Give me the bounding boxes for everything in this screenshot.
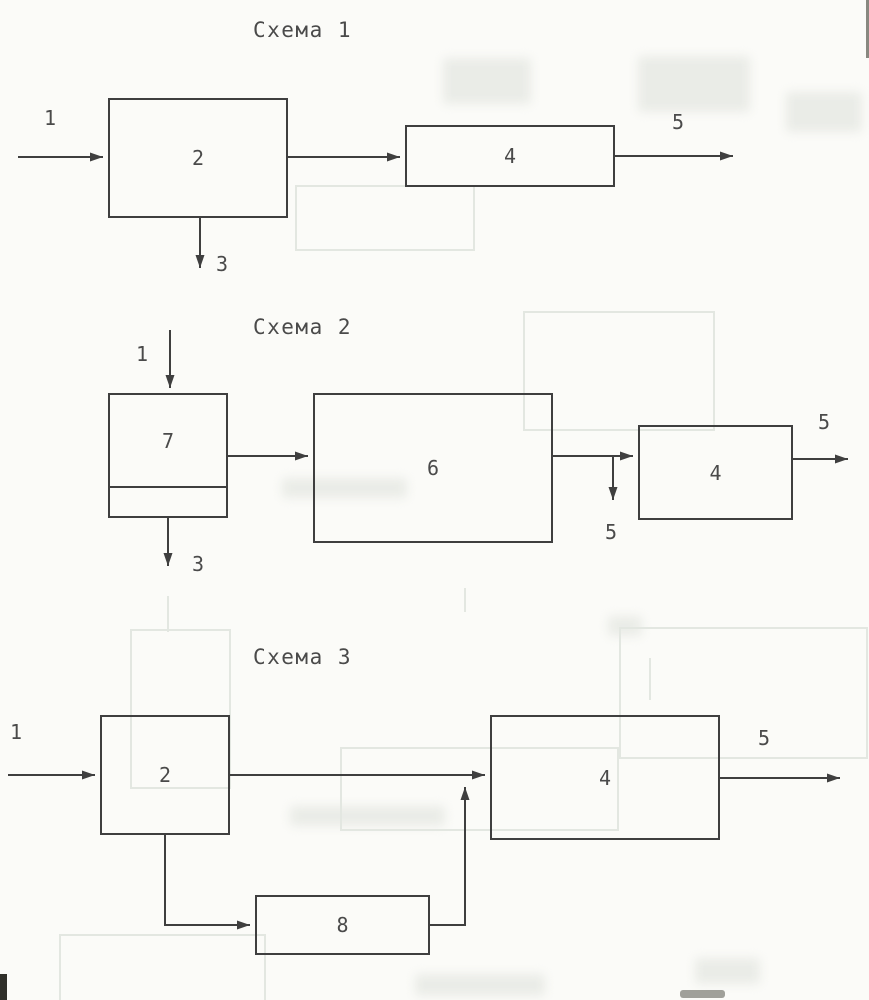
- scheme3-box-8: 8: [255, 895, 430, 955]
- scheme2-title: Схема 2: [253, 315, 353, 339]
- ghost-artifact: [443, 58, 531, 104]
- scheme2-stream-bottom-label: 3: [192, 552, 205, 576]
- ghost-artifact: [59, 934, 266, 1000]
- scheme3-box-2-label: 2: [158, 763, 172, 787]
- scan-edge-artifact: [0, 974, 7, 1000]
- ghost-artifact: [608, 616, 642, 636]
- scheme1-stream-in-label: 1: [44, 106, 57, 130]
- scheme1-box-4: 4: [405, 125, 615, 187]
- scheme1-box-2: 2: [108, 98, 288, 218]
- scheme2-box-6: 6: [313, 393, 553, 543]
- scheme3-box-4: 4: [490, 715, 720, 840]
- scheme2-stream-branch-label: 5: [605, 520, 618, 544]
- ghost-artifact: [619, 627, 868, 759]
- ghost-artifact: [786, 92, 862, 132]
- ghost-artifact: [295, 185, 475, 251]
- scheme3-box8-recycle-arrow: [430, 787, 470, 926]
- scheme2-box-7-label: 7: [161, 428, 175, 453]
- scheme1-stream-out-label: 5: [672, 110, 685, 134]
- ghost-artifact: [415, 974, 545, 996]
- scheme3-box-8-label: 8: [336, 913, 349, 937]
- scheme3-stream-out-label: 5: [758, 726, 771, 750]
- scheme2-box-4-label: 4: [709, 460, 722, 485]
- ghost-artifact: [290, 806, 445, 826]
- scheme3-box2-to-box8-arrow: [164, 835, 250, 930]
- scheme3-title: Схема 3: [253, 645, 353, 669]
- scheme2-box-7: 7: [108, 393, 228, 518]
- ghost-artifact: [523, 311, 715, 431]
- ghost-artifact: [695, 958, 760, 984]
- ghost-artifact: [130, 629, 231, 789]
- scheme1-title: Схема 1: [253, 18, 353, 42]
- scheme1-stream-bottom-label: 3: [216, 252, 229, 276]
- ghost-artifact: [340, 747, 619, 831]
- scheme1-box-4-label: 4: [503, 144, 517, 168]
- scheme3-stream-in-label: 1: [10, 720, 23, 744]
- scheme3-box-4-label: 4: [598, 765, 612, 790]
- scheme1-box-2-label: 2: [191, 146, 205, 170]
- scan-edge-artifact: [866, 0, 869, 58]
- scheme2-box-7-divider: [110, 486, 226, 488]
- scheme2-box-4: 4: [638, 425, 793, 520]
- scheme3-box-2: 2: [100, 715, 230, 835]
- scheme2-stream-in-label: 1: [136, 342, 149, 366]
- scheme2-stream-out-label: 5: [818, 410, 831, 434]
- ghost-artifact: [638, 56, 750, 112]
- scheme2-box-6-label: 6: [426, 456, 440, 480]
- scan-edge-artifact: [680, 990, 725, 998]
